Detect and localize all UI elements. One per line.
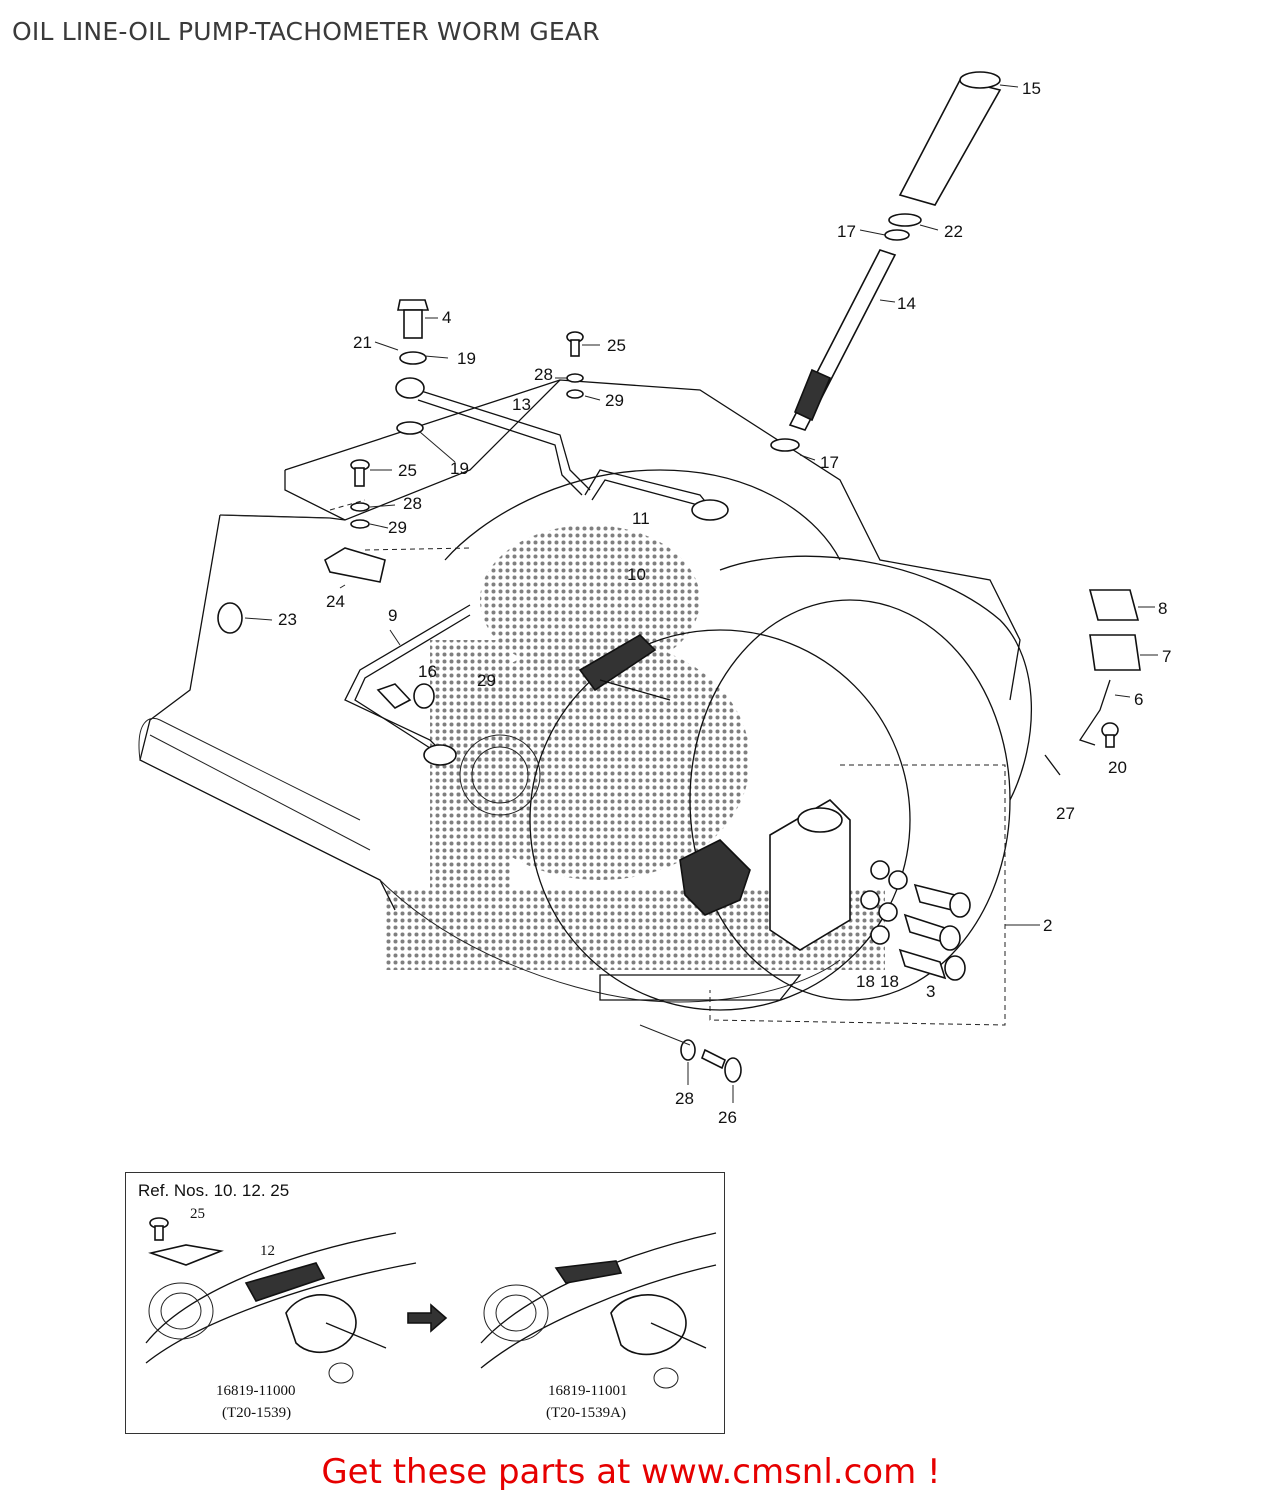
inset-new-assembly <box>480 1232 717 1389</box>
spring-clip-6 <box>1078 679 1111 746</box>
callout-labels: 15 17 22 14 4 21 19 25 28 29 13 19 17 25… <box>278 79 1171 1127</box>
callout-14: 14 <box>897 294 916 313</box>
old-part-number: 16819-11000 <box>216 1383 296 1399</box>
callout-7: 7 <box>1162 647 1171 666</box>
callout-29: 29 <box>477 671 496 690</box>
callout-29: 29 <box>605 391 624 410</box>
oil-pipe-13 <box>417 389 591 496</box>
callout-26: 26 <box>718 1108 737 1127</box>
new-part-number: 16819-11001 <box>548 1383 628 1399</box>
callout-19: 19 <box>457 349 476 368</box>
tachometer-sleeve-15 <box>898 71 1002 206</box>
callout-3: 3 <box>926 982 935 1001</box>
engine-crankcase <box>138 379 1033 1011</box>
callout-16: 16 <box>418 662 437 681</box>
callout-21: 21 <box>353 333 372 352</box>
callout-27: 27 <box>1056 804 1075 823</box>
pump-assembly-boundary <box>709 764 1006 1026</box>
callout-29: 29 <box>388 518 407 537</box>
callout-22: 22 <box>944 222 963 241</box>
callout-25: 25 <box>607 336 626 355</box>
callout-9: 9 <box>388 606 397 625</box>
inset-label-25: 25 <box>190 1206 205 1222</box>
screw-25-upper <box>566 331 584 399</box>
inset-title: Ref. Nos. 10. 12. 25 <box>138 1181 290 1200</box>
screw-25-lower <box>350 459 370 529</box>
callout-18: 18 <box>880 972 899 991</box>
callout-20: 20 <box>1108 758 1127 777</box>
page-title: OIL LINE-OIL PUMP-TACHOMETER WORM GEAR <box>12 17 600 46</box>
o-ring-22 <box>888 213 922 227</box>
callout-19: 19 <box>450 459 469 478</box>
callout-28: 28 <box>675 1089 694 1108</box>
callout-28: 28 <box>534 365 553 384</box>
inset-illustration <box>145 1217 717 1389</box>
clip-23 <box>217 602 243 634</box>
housing-7 <box>1089 634 1141 671</box>
inset-label-12: 12 <box>260 1243 275 1259</box>
leader-lines <box>219 84 1158 1103</box>
clamp-24 <box>323 547 386 583</box>
callout-6: 6 <box>1134 690 1143 709</box>
callout-2: 2 <box>1043 916 1052 935</box>
bolt-16 <box>376 683 435 709</box>
reference-inset: Ref. Nos. 10. 12. 25 25 12 168 <box>125 1172 725 1434</box>
tachometer-worm-gear-14 <box>788 249 897 431</box>
banjo-bolt-4 <box>395 299 430 435</box>
callout-25: 25 <box>398 461 417 480</box>
callout-15: 15 <box>1022 79 1041 98</box>
callout-23: 23 <box>278 610 297 629</box>
oil-pipe-9 <box>344 604 471 766</box>
callout-13: 13 <box>512 395 531 414</box>
oil-pipe-11 <box>584 469 729 521</box>
inset-old-assembly <box>145 1217 417 1384</box>
callout-18: 18 <box>856 972 875 991</box>
oil-pipe-10 <box>578 633 671 701</box>
washer-17-upper <box>884 229 910 241</box>
callout-8: 8 <box>1158 599 1167 618</box>
arrow-icon <box>407 1303 448 1333</box>
callout-17: 17 <box>820 453 839 472</box>
oil-pump-2 <box>679 798 851 951</box>
screw-26 <box>700 1048 742 1083</box>
cover-8 <box>1088 589 1140 621</box>
old-part-code: (T20-1539) <box>222 1405 292 1421</box>
callout-11: 11 <box>632 509 650 528</box>
washer-17-lower <box>770 438 800 452</box>
screw-20 <box>1101 722 1119 748</box>
callout-28: 28 <box>403 494 422 513</box>
washer-28-bottom <box>680 1039 696 1061</box>
pin-27 <box>1044 754 1061 776</box>
promo-link[interactable]: Get these parts at www.cmsnl.com ! <box>321 1452 941 1492</box>
callout-4: 4 <box>442 308 451 327</box>
new-part-code: (T20-1539A) <box>546 1405 626 1421</box>
callout-24: 24 <box>326 592 345 611</box>
washers-18 <box>860 860 908 945</box>
callout-10: 10 <box>627 565 646 584</box>
bolts-3 <box>898 883 971 981</box>
callout-17: 17 <box>837 222 856 241</box>
